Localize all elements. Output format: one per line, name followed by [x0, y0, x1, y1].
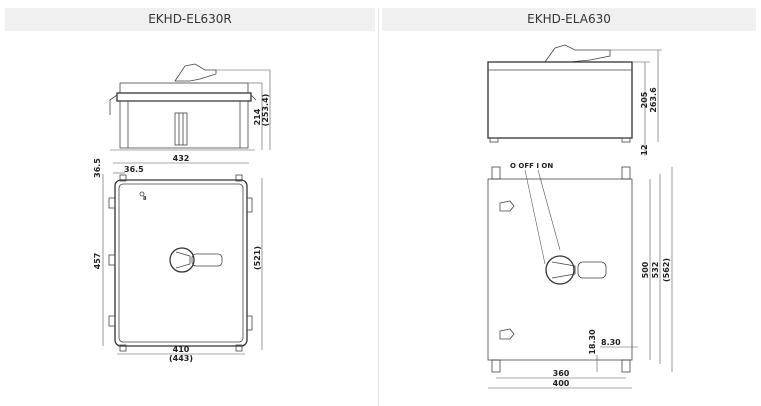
- dim-500: 500: [641, 261, 650, 278]
- dim-400: 400: [553, 379, 570, 388]
- dim-36-5-v: 36.5: [93, 158, 102, 178]
- switch-position-label: O OFF I ON: [510, 162, 553, 170]
- dim-205: 205: [640, 91, 649, 108]
- dim-8-30: 8.30: [601, 338, 621, 347]
- dim-432: 432: [173, 154, 190, 163]
- dim-36-5-h: 36.5: [124, 165, 144, 174]
- el630r-front-view: 8 432 36.5 36.5 457 (521) 410 (443): [93, 154, 263, 363]
- dim-443: (443): [169, 354, 193, 363]
- panel-divider: [378, 8, 379, 406]
- dim-263-6: 263.6: [649, 87, 658, 113]
- dim-18-30: 18.30: [588, 329, 597, 355]
- ela630-front-view: O OFF I ON 500 532 (562) 18.30 8.30 360 …: [487, 162, 673, 389]
- dim-hole: 8: [143, 196, 147, 202]
- panel-title-ela630: EKHD-ELA630: [382, 8, 756, 31]
- ela630-side-view: 205 263.6 12: [487, 44, 662, 156]
- dim-532: 532: [651, 262, 660, 279]
- dim-562: (562): [662, 258, 671, 282]
- dim-521: (521): [253, 246, 262, 270]
- dim-360: 360: [553, 369, 570, 378]
- dim-253-4: (253.4): [261, 94, 270, 127]
- dim-214: 214: [253, 108, 262, 125]
- dim-410: 410: [173, 345, 190, 354]
- dim-457: 457: [93, 253, 102, 270]
- el630r-side-view: 214 (253.4): [109, 63, 271, 151]
- panel-title-el630r: EKHD-EL630R: [5, 8, 375, 31]
- dim-12: 12: [640, 144, 649, 155]
